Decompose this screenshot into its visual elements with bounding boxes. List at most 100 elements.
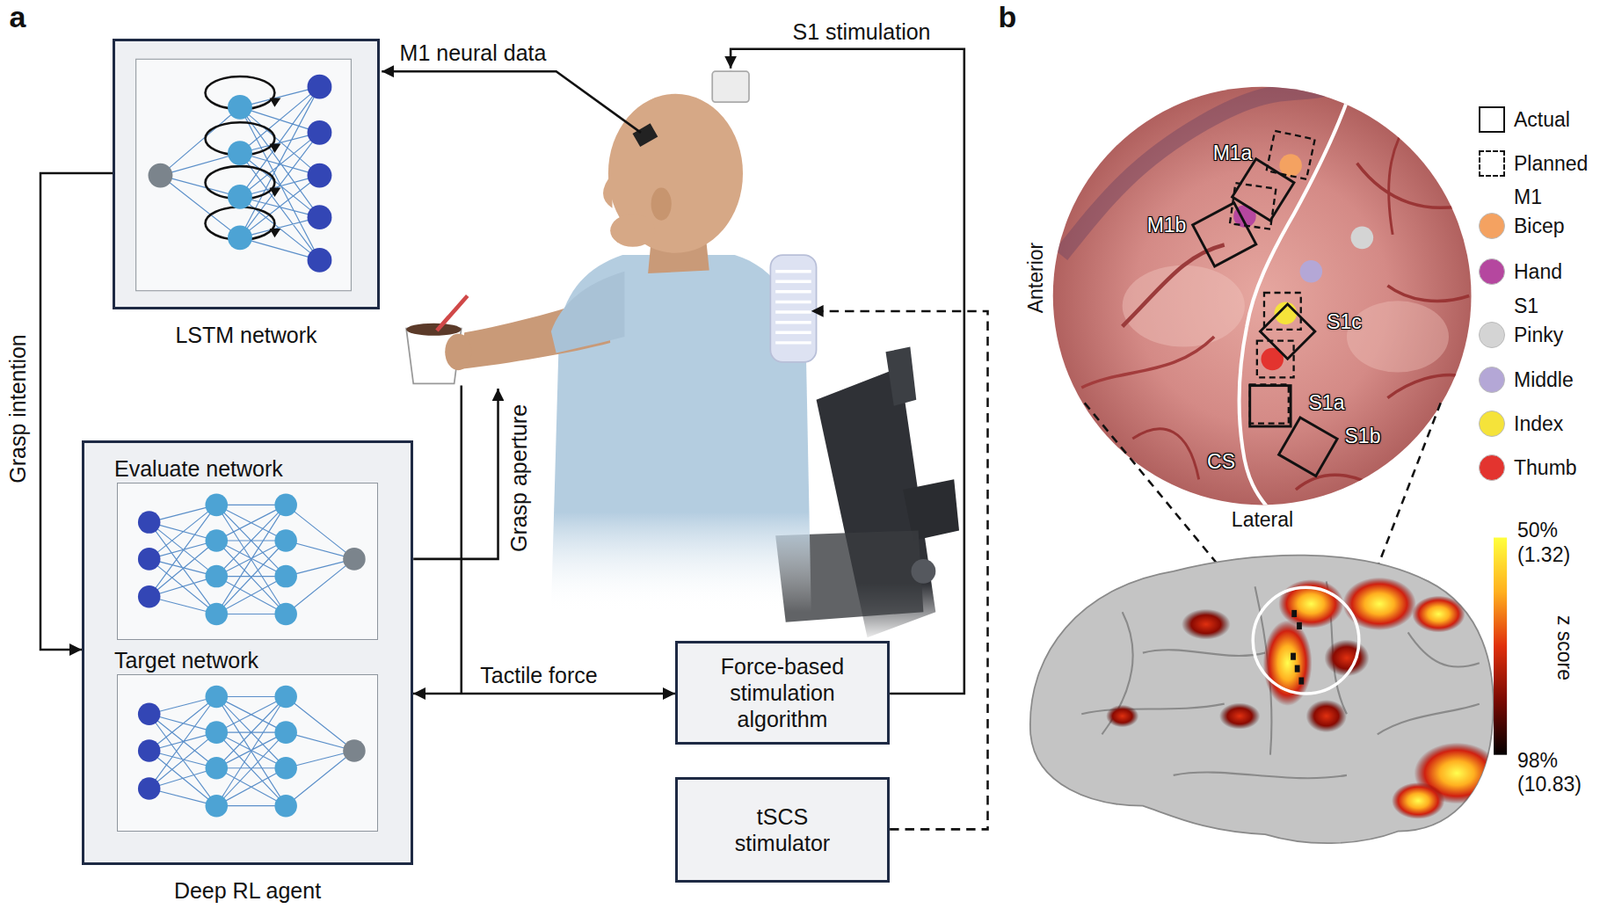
drink xyxy=(406,323,462,336)
box-ground xyxy=(112,38,380,310)
ear xyxy=(651,188,672,221)
legend-swatch xyxy=(1478,321,1506,349)
actual-array xyxy=(1259,304,1315,359)
legend-shape xyxy=(1478,150,1506,177)
connectors xyxy=(40,173,676,694)
head xyxy=(608,94,743,254)
chin xyxy=(610,214,655,248)
node-label: Force-based stimulation algorithm xyxy=(694,653,871,733)
vessel xyxy=(1357,163,1470,209)
activation xyxy=(1391,782,1445,820)
tscs-device xyxy=(770,254,816,363)
array-label: CS xyxy=(1207,450,1236,473)
hidden-unit xyxy=(227,184,253,210)
legend-label: Middle xyxy=(1513,368,1574,392)
legend-item: Pinky xyxy=(1478,320,1564,350)
cortex-photo xyxy=(1050,85,1473,508)
hidden-unit xyxy=(227,94,253,120)
array-mark xyxy=(1290,653,1296,661)
actual-array xyxy=(1232,159,1295,221)
activation xyxy=(1105,705,1139,728)
middle-site xyxy=(1300,260,1324,284)
m1-implant xyxy=(632,123,659,147)
pinky-site xyxy=(1351,226,1375,250)
array-label: S1c xyxy=(1326,310,1362,334)
network-icon xyxy=(138,494,366,626)
activation xyxy=(1323,640,1369,677)
box-ground xyxy=(81,440,414,866)
vessel xyxy=(1295,474,1393,502)
color-bar xyxy=(1493,538,1507,756)
network-icon xyxy=(138,685,366,818)
stimulator-box: tSCS stimulator xyxy=(675,777,890,883)
lstm-box: LSTM network xyxy=(112,38,380,349)
array-label: S1b xyxy=(1345,424,1382,448)
legend-item: Actual xyxy=(1478,105,1571,134)
connector xyxy=(40,173,113,650)
actual-array xyxy=(1250,385,1291,427)
sulcus xyxy=(1173,772,1347,779)
activation xyxy=(1181,609,1231,640)
output-unit xyxy=(307,247,333,273)
actual-array xyxy=(1279,417,1339,477)
person-illustration xyxy=(406,71,960,638)
activation xyxy=(1411,596,1465,633)
box-outline xyxy=(116,674,379,832)
planned-array xyxy=(1266,130,1316,180)
annotation: 50% xyxy=(1517,518,1558,542)
legend-swatch xyxy=(1478,212,1506,240)
vessel xyxy=(1387,375,1470,399)
legend-item: Index xyxy=(1478,409,1564,438)
legend-label: Actual xyxy=(1513,108,1571,131)
box-outline xyxy=(112,38,380,310)
array-marks xyxy=(1290,610,1304,685)
bicep-site xyxy=(1279,153,1302,177)
wheelchair-handle xyxy=(885,347,917,407)
legend-label: Hand xyxy=(1513,260,1563,284)
box-outline xyxy=(116,482,379,640)
brain-surface xyxy=(1030,555,1494,844)
nose xyxy=(603,173,612,208)
connector xyxy=(413,692,676,696)
annotation: S1 stimulation xyxy=(792,19,931,45)
annotation: (1.32) xyxy=(1517,543,1571,567)
array-label: M1a xyxy=(1213,141,1253,165)
legend-label: Bicep xyxy=(1513,214,1565,238)
hidden-unit xyxy=(227,225,253,250)
central-sulcus xyxy=(1239,87,1353,508)
legend-item: Hand xyxy=(1478,257,1563,286)
vessel xyxy=(1389,112,1414,235)
annotation: Anterior xyxy=(1024,242,1048,314)
legend-label: Thumb xyxy=(1513,456,1578,480)
agent-box: Evaluate networkTarget networkDeep RL ag… xyxy=(81,440,414,904)
network-box: Target network xyxy=(114,647,379,832)
activation xyxy=(1219,702,1260,729)
zoom-circle xyxy=(1252,587,1360,694)
annotation: M1 neural data xyxy=(400,40,547,66)
array-label: S1a xyxy=(1309,391,1346,415)
legend-label: Planned xyxy=(1513,152,1588,175)
node-label: Evaluate network xyxy=(114,455,284,482)
sulcus xyxy=(1142,649,1266,656)
loop-arrow xyxy=(269,97,282,238)
activation xyxy=(1342,577,1417,631)
hand xyxy=(444,333,472,371)
algorithm-box: Force-based stimulation algorithm xyxy=(675,640,890,745)
device-stripes xyxy=(775,271,812,343)
panel-letter: b xyxy=(998,0,1018,35)
vessel xyxy=(1387,285,1470,302)
legend-label: Pinky xyxy=(1513,323,1564,347)
array-mark xyxy=(1296,622,1302,630)
wheelchair-hub xyxy=(910,559,936,584)
box-ground xyxy=(117,482,379,640)
network-box: Evaluate network xyxy=(114,455,379,640)
annotation: 98% xyxy=(1517,749,1558,772)
lstm-icon xyxy=(148,74,333,273)
annotation: Grasp aperture xyxy=(506,404,532,553)
legend-item: Thumb xyxy=(1478,453,1578,482)
panel-letter: a xyxy=(9,0,27,35)
signal-arrow xyxy=(730,49,965,694)
tissue-highlight xyxy=(1346,300,1449,372)
edge-label: Tactile force xyxy=(480,661,597,689)
